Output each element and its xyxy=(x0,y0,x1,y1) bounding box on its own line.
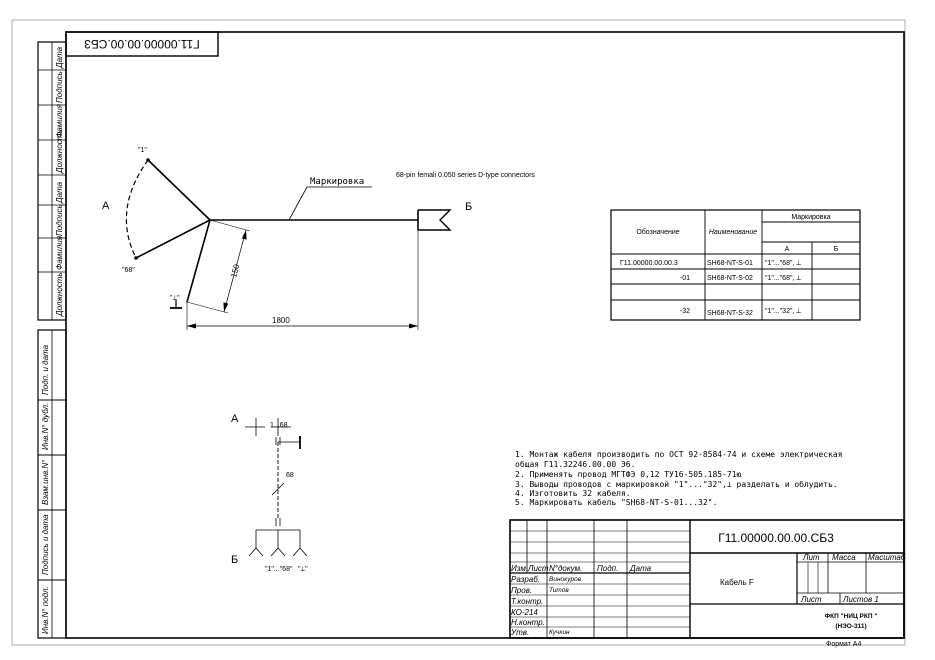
sheet-frame xyxy=(65,31,905,639)
left-top-cell-7: Фамилия xyxy=(55,235,64,270)
schematic-range-top: 1...68 xyxy=(270,422,288,429)
title-header-izm: Изм. xyxy=(511,564,528,573)
label-a: А xyxy=(102,200,110,212)
left-bottom-cell-1: Подп. и дата xyxy=(41,344,50,395)
left-top-cell-2: Подпись xyxy=(55,71,64,103)
left-top-cell-1: Дата xyxy=(55,46,64,69)
top-stamp-text: Г11.00000.00.00.СБ3 xyxy=(84,37,200,51)
pin-last-label: "68" xyxy=(122,267,135,274)
schematic-label-b: Б xyxy=(231,554,238,566)
table-row-2-name: SH68-NT-S-02 xyxy=(707,275,753,282)
title-org-line1: ФКП "НИЦ РКП " xyxy=(825,613,878,620)
table-row-1-name: SH68-NT-S-01 xyxy=(707,260,753,267)
pin-68-dot xyxy=(134,256,138,260)
schematic-bottom-pins: "1"..."68" xyxy=(265,566,293,573)
left-top-cell-5: Дата xyxy=(55,181,64,204)
title-header-date: Дата xyxy=(629,564,652,573)
title-mass: Масса xyxy=(832,553,856,562)
title-role-6: Утв. xyxy=(510,628,529,637)
left-column-top xyxy=(37,41,67,321)
title-product-name: Кабель F xyxy=(720,578,754,587)
table-header-marking: Маркировка xyxy=(791,214,830,221)
note-line-1: 1. Монтаж кабеля производить по ОСТ 92-8… xyxy=(515,449,843,459)
left-bottom-cell-2: Инв.N° дубл. xyxy=(41,403,50,450)
note-line-2: общая Г11.32246.00.00 Э6. xyxy=(515,459,635,469)
table-header-designation: Обозначение xyxy=(636,228,679,236)
note-line-3: 2. Применять провод МГТФЭ 0,12 ТУ16-505.… xyxy=(515,470,742,479)
pin-first-label: "1" xyxy=(138,147,147,154)
title-role-1: Разраб. xyxy=(511,575,540,584)
dim-length: 1800 xyxy=(272,316,290,325)
title-header-list: Лист xyxy=(527,564,549,573)
connector-note: 68-pin femali 0.050 series D-type connec… xyxy=(396,172,535,179)
schematic xyxy=(245,418,308,557)
title-block xyxy=(509,519,905,639)
left-bottom-cell-5: Инв.N° подл. xyxy=(41,586,50,634)
table-row-4-a: "1"..."32", ⟂ xyxy=(765,308,801,315)
title-designation: Г11.00000.00.00.СБ3 xyxy=(718,531,834,545)
left-bottom-cell-3: Взам.инв.N° xyxy=(41,459,50,505)
table-row-2-a: "1"..."68", ⟂ xyxy=(765,275,801,282)
note-line-6: 5. Маркировать кабель "SH68-NT-S-01...32… xyxy=(515,497,717,507)
left-bottom-cell-4: Подпись и дата xyxy=(41,514,50,575)
left-column-bottom xyxy=(37,329,67,639)
ground-label: "⟂" xyxy=(170,295,180,302)
title-role-3: Т.контр. xyxy=(511,597,543,606)
table-header-name: Наименование xyxy=(709,229,757,236)
table-row-1-designation: Г11.00000.00.00.3 xyxy=(620,260,678,267)
table-row-1-a: "1"..."68", ⟂ xyxy=(765,260,801,267)
title-role-5: Н.контр. xyxy=(511,618,545,627)
schematic-wire-count: 68 xyxy=(286,472,294,479)
table-row-4-designation: -32 xyxy=(680,308,690,315)
title-name-1: Винокуров xyxy=(549,576,582,583)
left-top-cell-4: Должность xyxy=(55,129,64,174)
left-top-cell-6: Подпись xyxy=(55,204,64,236)
title-lit: Лит xyxy=(802,553,820,562)
title-role-4: КО-214 xyxy=(511,608,538,617)
title-header-docnum: N°докум. xyxy=(549,564,582,573)
dim-branch: 150 xyxy=(229,263,241,279)
title-name-6: Кучкин xyxy=(549,629,570,636)
marking-table xyxy=(610,209,861,321)
pin-1-dot xyxy=(146,158,150,162)
note-line-5: 4. Изготовить 32 кабеля. xyxy=(515,488,631,498)
table-header-col-a: А xyxy=(785,246,790,253)
title-org-line2: (НЭО-311) xyxy=(835,623,866,630)
table-row-4-name: SH68-NT-S-32 xyxy=(707,310,753,317)
left-top-cell-3: Фамилия xyxy=(55,103,64,138)
cable-drawing xyxy=(125,159,452,330)
note-line-4: 3. Выводы проводов с маркировкой "1"..."… xyxy=(515,479,838,489)
title-scale: Масштаб xyxy=(868,553,906,562)
title-format: Формат А4 xyxy=(826,641,861,648)
schematic-label-a: А xyxy=(231,413,239,425)
marking-label: Маркировка xyxy=(310,177,364,187)
left-top-cell-8: Должность xyxy=(55,272,64,317)
label-b: Б xyxy=(465,201,472,213)
top-stamp-box xyxy=(65,31,219,57)
title-sheets: Листов 1 xyxy=(842,595,879,604)
schematic-bottom-ground: "⟂" xyxy=(298,566,308,573)
table-row-2-designation: -01 xyxy=(680,275,690,282)
title-header-sign: Подп. xyxy=(597,564,618,573)
sheet-outer-border xyxy=(11,19,906,646)
title-sheet: Лист xyxy=(800,595,822,604)
title-role-2: Пров. xyxy=(511,586,532,595)
title-name-2: Титов xyxy=(549,587,569,594)
table-header-col-b: Б xyxy=(834,246,839,253)
